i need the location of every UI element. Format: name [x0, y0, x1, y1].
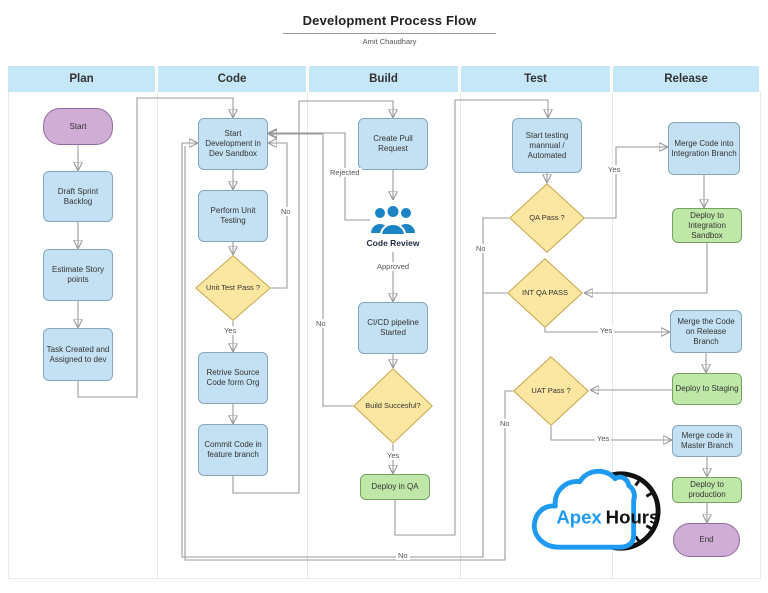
node-qa-pass-label: QA Pass ?: [529, 213, 565, 223]
node-task-created-label: Task Created and Assigned to dev: [46, 344, 110, 364]
node-estimate-story-label: Estimate Story points: [51, 265, 104, 284]
node-int-qa-pass-decision: INT QA PASS: [507, 258, 583, 328]
node-qa-pass-decision: QA Pass ?: [509, 183, 585, 253]
edge-label-int-yes: Yes: [598, 326, 615, 335]
node-start-testing-label: Start testing mannual / Automated: [525, 130, 569, 160]
logo-word-hours: Hours: [606, 507, 660, 528]
edge-label-unit-yes: Yes: [222, 326, 239, 335]
page-subtitle: Amit Chaudhary: [362, 37, 417, 46]
edge-label-approved: Approved: [375, 262, 412, 271]
node-merge-integration-label: Merge Code into Integration Branch: [671, 138, 737, 158]
node-end: End: [673, 523, 740, 557]
node-uat-pass-decision: UAT Pass ?: [513, 356, 589, 426]
lane-divider: [307, 92, 308, 578]
node-deploy-staging: Deploy to Staging: [672, 373, 742, 405]
edge-label-build-no: No: [314, 319, 328, 328]
node-start-label: Start: [69, 121, 87, 131]
edge-label-uat-yes: Yes: [595, 434, 612, 443]
node-merge-master-label: Merge code in Master Branch: [680, 431, 734, 450]
node-uat-pass-label: UAT Pass ?: [531, 386, 571, 396]
lane-header-code: Code: [158, 66, 306, 92]
node-start: Start: [43, 108, 113, 145]
node-deploy-qa-label: Deploy in QA: [371, 482, 419, 491]
node-deploy-staging-label: Deploy to Staging: [675, 384, 739, 393]
node-merge-release-label: Merge the Code on Release Branch: [677, 316, 735, 346]
lane-header-test: Test: [461, 66, 610, 92]
edge-label-qa-yes: Yes: [606, 165, 623, 174]
node-start-testing: Start testing mannual / Automated: [512, 118, 582, 173]
node-task-created: Task Created and Assigned to dev: [43, 328, 113, 381]
node-perform-unit-testing: Perform Unit Testing: [198, 190, 268, 242]
lane-divider: [157, 92, 158, 578]
code-review-label: Code Review: [366, 238, 420, 248]
node-unit-test-pass-decision: Unit Test Pass ?: [195, 255, 271, 321]
lane-header-plan: Plan: [8, 66, 155, 92]
lane-frame: [8, 92, 761, 579]
node-create-pull-request: Create Pull Request: [358, 118, 428, 170]
lane-header-build: Build: [309, 66, 458, 92]
node-build-successful-decision: Build Succesful?: [353, 368, 433, 444]
node-start-development-label: Start Development in Dev Sandbox: [205, 129, 261, 158]
node-create-pr-label: Create Pull Request: [373, 134, 413, 153]
node-merge-master-branch: Merge code in Master Branch: [672, 425, 742, 457]
edge-label-long-no: No: [396, 551, 410, 560]
logo-word-apex: Apex: [556, 507, 602, 528]
node-draft-sprint-backlog: Draft Sprint Backlog: [43, 171, 113, 222]
node-merge-release-branch: Merge the Code on Release Branch: [670, 310, 742, 353]
node-estimate-story-points: Estimate Story points: [43, 249, 113, 301]
page-title: Development Process Flow: [283, 13, 496, 34]
lane-header-release: Release: [613, 66, 759, 92]
node-cicd-pipeline: CI/CD pipeline Started: [358, 302, 428, 354]
title-block: Development Process Flow Amit Chaudhary: [283, 13, 496, 46]
node-start-development: Start Development in Dev Sandbox: [198, 118, 268, 170]
node-commit-code: Commit Code in feature branch: [198, 424, 268, 476]
node-unit-test-pass-label: Unit Test Pass ?: [205, 283, 261, 293]
edge-label-rejected: Rejected: [328, 168, 362, 177]
edge-label-uat-no: No: [498, 419, 512, 428]
edge-label-unit-no: No: [279, 207, 293, 216]
node-deploy-integration-sandbox: Deploy to Integration Sandbox: [672, 208, 742, 243]
node-deploy-int-sandbox-label: Deploy to Integration Sandbox: [688, 210, 726, 240]
node-deploy-production: Deploy to production: [672, 477, 742, 503]
node-retrive-source-label: Retrive Source Code form Org: [206, 368, 260, 387]
edge-label-build-yes: Yes: [385, 451, 402, 460]
node-build-successful-label: Build Succesful?: [365, 401, 421, 411]
node-cicd-label: CI/CD pipeline Started: [367, 318, 419, 337]
node-deploy-production-label: Deploy to production: [688, 480, 726, 499]
lane-divider: [460, 92, 461, 578]
node-int-qa-pass-label: INT QA PASS: [522, 288, 568, 298]
node-retrive-source-code: Retrive Source Code form Org: [198, 352, 268, 404]
node-merge-integration: Merge Code into Integration Branch: [668, 122, 740, 175]
node-end-label: End: [699, 535, 714, 544]
lane-divider: [612, 92, 613, 578]
code-review-people-icon: [371, 204, 415, 236]
node-perform-unit-label: Perform Unit Testing: [210, 206, 256, 225]
node-draft-sprint-label: Draft Sprint Backlog: [57, 186, 99, 206]
edge-label-qa-no: No: [474, 244, 488, 253]
node-deploy-in-qa: Deploy in QA: [360, 474, 430, 500]
node-commit-code-label: Commit Code in feature branch: [204, 440, 262, 459]
